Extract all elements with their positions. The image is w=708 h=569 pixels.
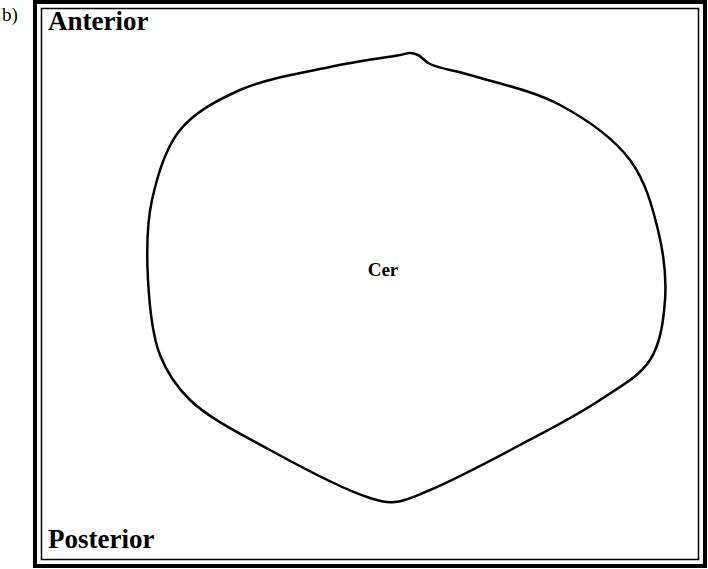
outline-path [147,53,665,502]
label-text: b) [2,4,18,25]
inner-border [42,9,699,560]
label-text: Posterior [48,524,154,554]
label-text: Anterior [48,6,148,36]
orientation-label: Posterior [48,524,154,555]
organ-outline: Cer [146,51,668,505]
outer-border [35,2,705,566]
outline-shape [146,51,668,505]
panel-letter: b) [2,4,18,26]
region-label: Cer [368,259,399,281]
orientation-label: Anterior [48,6,148,37]
